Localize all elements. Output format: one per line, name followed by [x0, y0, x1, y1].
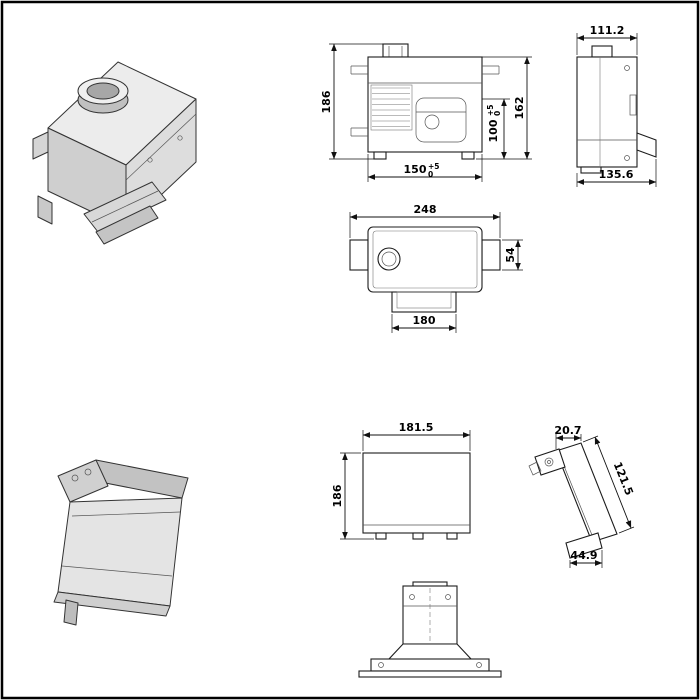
bracket-base	[358, 670, 502, 678]
side-top-stub	[591, 45, 613, 58]
front-foot	[461, 151, 475, 160]
dim-label-base-depth: 44.9	[570, 549, 597, 562]
dim-label-chute-width: 181.5	[399, 421, 434, 434]
iso-screw-icon	[177, 135, 183, 141]
bracket-skirt	[387, 643, 473, 660]
bracket-hole-icon	[409, 594, 415, 600]
plan-flange	[391, 291, 457, 313]
side-foot	[580, 166, 602, 174]
front-right-pins	[482, 65, 500, 75]
dim-label-base-width: 150	[404, 163, 427, 176]
dim-label-overall-width: 248	[414, 203, 437, 216]
view-front-chute-lower	[358, 581, 502, 678]
dim-chute-width-181-5: 181.5	[362, 421, 471, 451]
dim-base-width-150: 150 +5 0	[367, 154, 483, 182]
dim-tol-lower: 0	[428, 170, 433, 179]
dim-top-width-111-2: 111.2	[576, 24, 638, 55]
iso-chute-hole-icon	[71, 474, 79, 482]
iso-chute-fold-line	[61, 565, 173, 577]
plan-right-tab	[481, 239, 501, 271]
chute-side-pin-icon	[547, 460, 551, 464]
chute-side-bracket	[534, 448, 566, 476]
iso-left-tab	[32, 131, 49, 160]
dim-overall-height-186: 186	[320, 43, 383, 160]
view-plan-printer: 248 54 180	[349, 203, 523, 333]
dim-label-body-height: 162	[513, 97, 526, 120]
dim-body-height-162: 162	[482, 56, 532, 160]
plan-collar-outer	[377, 247, 401, 271]
chute-front-body	[362, 452, 471, 534]
front-mechanism	[415, 97, 467, 143]
dim-top-depth-20-7: 20.7	[554, 424, 582, 449]
iso-chute-bracket	[57, 459, 109, 503]
chute-front-tab	[446, 532, 458, 540]
iso-chute-lip	[53, 591, 171, 617]
iso-collar-hole-icon	[86, 82, 120, 100]
front-top-stub	[382, 43, 409, 58]
iso-chute-fold-line	[71, 511, 181, 517]
dim-chute-height-186: 186	[331, 452, 374, 540]
dim-flange-width-180: 180	[391, 314, 457, 333]
plan-collar-hole-icon	[381, 251, 397, 267]
dim-opening-height-100: 100 +5 0	[476, 98, 532, 160]
dim-base-depth-44-9: 44.9	[569, 549, 603, 568]
chute-side-foot	[565, 532, 603, 559]
iso-foot-bracket	[37, 195, 53, 225]
side-screw-icon	[624, 65, 630, 71]
side-latch	[629, 94, 637, 116]
view-iso-printer	[32, 61, 197, 245]
front-grille	[370, 84, 413, 131]
dim-overall-width-248: 248	[349, 203, 501, 238]
side-body	[576, 56, 638, 168]
dim-label-flange-width: 180	[413, 314, 436, 327]
side-flap	[636, 132, 657, 158]
iso-tray-upper	[83, 181, 167, 233]
iso-tray-line	[91, 190, 159, 223]
dim-label-tab-depth: 54	[504, 247, 517, 263]
dim-label-chute-height: 186	[331, 484, 344, 507]
front-foot	[373, 151, 387, 160]
dim-label-slope-length: 121.5	[611, 460, 636, 497]
plan-inner-outline	[372, 230, 478, 289]
dim-label-opening-height: 100	[487, 119, 500, 142]
view-front-chute: 181.5 186	[331, 421, 471, 540]
iso-seam-line	[125, 113, 197, 181]
bracket-hole-icon	[476, 662, 482, 668]
chute-side-hole-icon	[544, 457, 554, 467]
iso-chute-hole-icon	[84, 468, 92, 476]
dim-tol-upper: +5	[486, 104, 495, 116]
front-left-pins	[350, 65, 368, 137]
side-screw-icon	[624, 155, 630, 161]
dim-label-overall-height: 186	[320, 90, 333, 113]
chute-front-tab	[375, 532, 387, 540]
dim-label-top-width: 111.2	[590, 24, 625, 37]
view-side-printer: 111.2 135.6	[576, 24, 657, 187]
bracket-flange	[370, 658, 490, 672]
plan-flange-inner	[396, 291, 452, 309]
view-iso-chute	[53, 459, 189, 626]
dim-tab-depth-54: 54	[502, 239, 523, 271]
dim-label-overall-depth: 135.6	[599, 168, 634, 181]
chute-side-line	[559, 455, 595, 541]
dim-label-top-depth: 20.7	[554, 424, 581, 437]
chute-side-clip	[528, 461, 542, 476]
dim-tol-upper: +5	[428, 162, 440, 171]
chute-side-slab	[555, 442, 618, 543]
bracket-hole-icon	[445, 594, 451, 600]
dim-tol-lower: 0	[493, 111, 502, 116]
plan-left-tab	[349, 239, 369, 271]
chute-front-tab	[412, 532, 424, 540]
bracket-hole-icon	[378, 662, 384, 668]
iso-screw-icon	[147, 157, 153, 163]
view-side-chute: 20.7 121.5 44.9	[528, 424, 636, 568]
iso-tray-lower	[95, 205, 159, 245]
dim-overall-depth-135-6: 135.6	[576, 159, 657, 187]
iso-chute-foot	[63, 599, 79, 626]
view-front-printer: 186 150 +5 0 100 +5 0 162	[320, 43, 532, 182]
